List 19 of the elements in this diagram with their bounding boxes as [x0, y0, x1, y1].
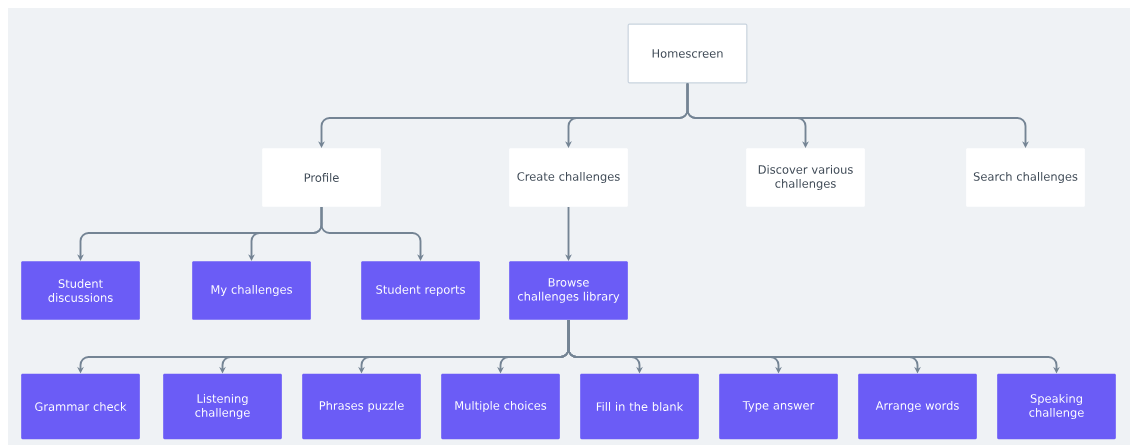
feature-box: Fill in the blank: [580, 373, 699, 440]
arrow: [686, 82, 1029, 148]
section-box: Create challenges: [509, 148, 628, 207]
root-box: Homescreen: [627, 23, 748, 84]
arrow: [320, 206, 424, 261]
feature-box: My challenges: [192, 261, 311, 320]
feature-box: Student discussions: [21, 261, 140, 320]
feature-box: Browse challenges library: [509, 261, 628, 320]
section-box: Search challenges: [966, 148, 1085, 207]
feature-box: Student reports: [361, 261, 480, 320]
feature-box: Listening challenge: [163, 373, 282, 440]
feature-box: Type answer: [719, 373, 838, 440]
feature-box: Grammar check: [21, 373, 140, 440]
section-box: Discover various challenges: [746, 148, 865, 207]
section-box: Profile: [262, 148, 381, 207]
feature-box: Multiple choices: [441, 373, 560, 440]
feature-box: Speaking challenge: [997, 373, 1116, 440]
feature-box: Phrases puzzle: [302, 373, 421, 440]
feature-box: Arrange words: [858, 373, 977, 440]
